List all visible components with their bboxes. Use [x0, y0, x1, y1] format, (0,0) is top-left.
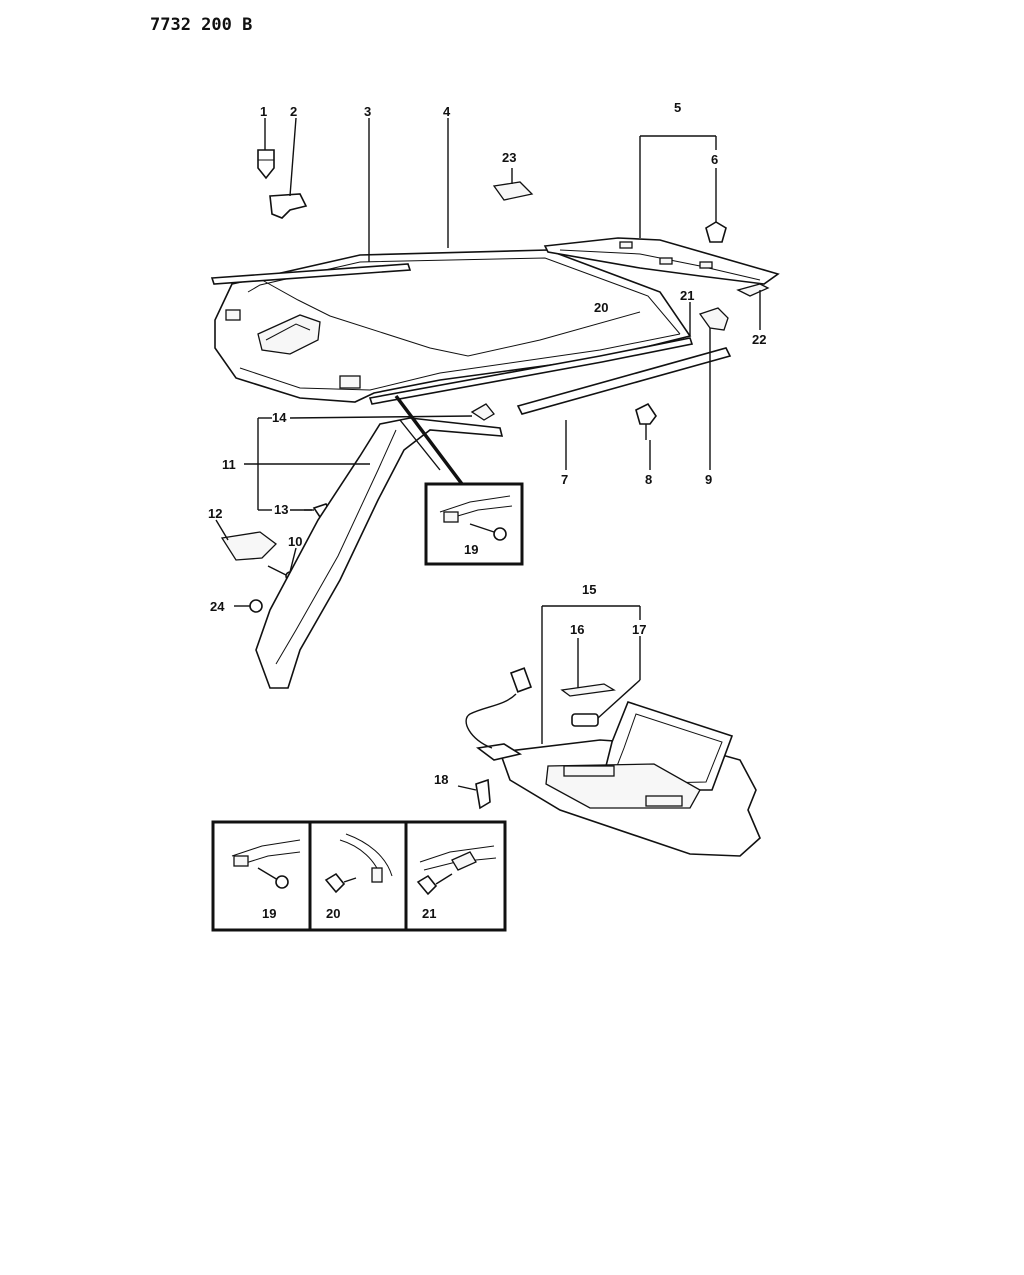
inset-c-label: 21 — [422, 906, 436, 921]
bulb-17 — [571, 713, 599, 727]
clip-1 — [257, 149, 275, 180]
clip-22 — [736, 283, 770, 297]
roof-molding-left — [210, 263, 412, 285]
callout-10: 10 — [288, 534, 302, 549]
retainer-strip — [368, 337, 694, 405]
coat-hook-2 — [269, 193, 308, 219]
callout-7: 7 — [561, 472, 568, 487]
pad-23 — [492, 181, 534, 201]
callout-18: 18 — [434, 772, 448, 787]
callout-labels: 1 2 3 4 5 6 7 8 9 10 11 12 13 14 15 16 1… — [208, 100, 766, 921]
drawing-code: 7732 200 B — [150, 15, 252, 35]
callout-21: 21 — [680, 288, 694, 303]
detail-inset-main — [424, 482, 524, 566]
leader-lines — [215, 117, 761, 791]
callout-16: 16 — [570, 622, 584, 637]
callout-5: 5 — [674, 100, 681, 115]
callout-3: 3 — [364, 104, 371, 119]
callout-23: 23 — [502, 150, 516, 165]
bracket-12 — [220, 531, 277, 561]
callout-12: 12 — [208, 506, 222, 521]
callout-15: 15 — [582, 582, 596, 597]
callout-13: 13 — [274, 502, 288, 517]
sun-visor — [465, 667, 761, 857]
pillar-trim — [255, 417, 504, 689]
callout-22: 22 — [752, 332, 766, 347]
headliner — [214, 249, 692, 403]
callout-24: 24 — [210, 599, 225, 614]
callout-4: 4 — [443, 104, 451, 119]
callout-11: 11 — [222, 457, 236, 472]
roof-molding-right — [516, 347, 732, 415]
callout-20: 20 — [594, 300, 608, 315]
callout-1: 1 — [260, 104, 267, 119]
inset-a-label: 19 — [262, 906, 276, 921]
clip-9 — [698, 307, 729, 331]
callout-17: 17 — [632, 622, 646, 637]
lamp-lens-16 — [560, 683, 616, 697]
inset-b-label: 20 — [326, 906, 340, 921]
callout-19: 19 — [464, 542, 478, 557]
clip-14 — [470, 403, 495, 421]
visor-holder-18 — [475, 778, 491, 810]
rear-headliner-panel — [543, 237, 780, 285]
callout-2: 2 — [290, 104, 297, 119]
screw-8 — [635, 402, 657, 440]
callout-14: 14 — [272, 410, 287, 425]
callout-6: 6 — [711, 152, 718, 167]
screw-24 — [249, 599, 263, 613]
detail-inset-row — [211, 820, 507, 932]
callout-9: 9 — [705, 472, 712, 487]
fastener-6 — [705, 221, 727, 243]
callout-8: 8 — [645, 472, 652, 487]
